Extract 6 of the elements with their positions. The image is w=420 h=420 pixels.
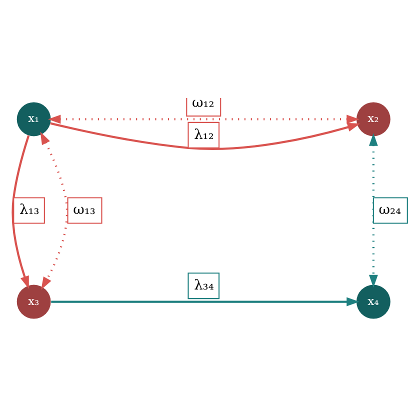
edge-label: ω₁₂ bbox=[192, 94, 214, 110]
edge-label: λ₁₂ bbox=[194, 126, 214, 142]
edge-label: ω₁₃ bbox=[73, 202, 96, 218]
edge-label: ω₂₄ bbox=[378, 202, 402, 218]
edge-label: λ₃₄ bbox=[194, 276, 214, 293]
edge-label: λ₁₃ bbox=[19, 202, 40, 218]
